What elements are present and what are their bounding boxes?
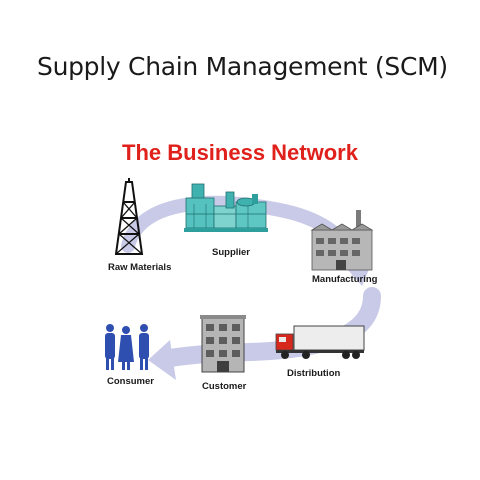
truck-icon	[275, 325, 365, 359]
consumer-label: Consumer	[107, 376, 154, 387]
diagram-title: The Business Network	[122, 140, 358, 165]
distribution-label: Distribution	[287, 368, 341, 379]
factory-plant-icon	[184, 183, 268, 232]
manufacturing-label: Manufacturing	[312, 274, 378, 285]
oil-derrick-icon	[114, 178, 144, 255]
customer-label: Customer	[202, 381, 247, 392]
slide-title: Supply Chain Management (SCM)	[37, 52, 448, 81]
supplier-label: Supplier	[212, 247, 251, 258]
lower-flow-arrow	[148, 287, 381, 380]
warehouse-building-icon	[200, 315, 246, 373]
raw-materials-label: Raw Materials	[108, 262, 172, 273]
factory-building-icon	[310, 210, 374, 271]
people-icon	[105, 324, 149, 370]
